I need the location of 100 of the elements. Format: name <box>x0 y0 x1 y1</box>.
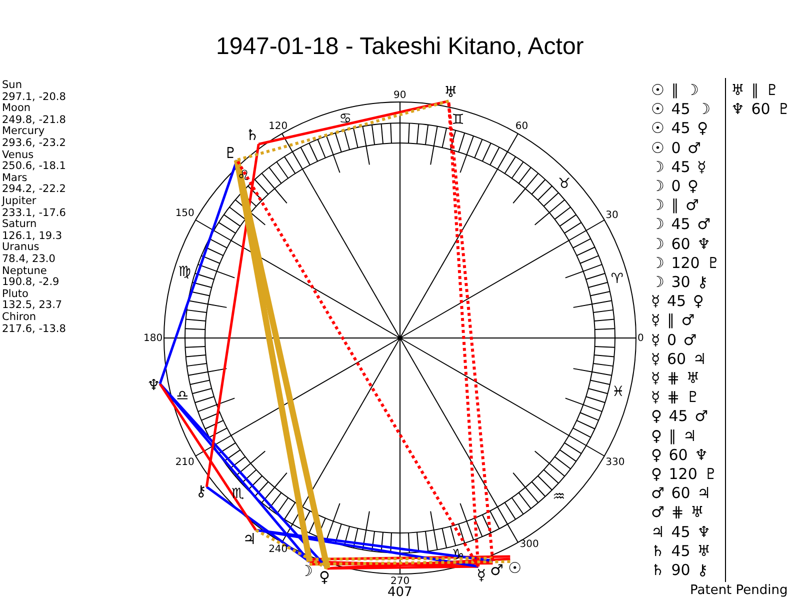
position-value: 249.8, -21.8 <box>2 114 66 126</box>
degree-label: 180 <box>144 332 163 344</box>
planet-name: Neptune <box>2 266 47 277</box>
zodiac-sign-symbol: ♉ <box>558 176 571 193</box>
planet-symbol: ☉ <box>508 558 522 577</box>
aspect-entry: ☉ 0 ♂ <box>651 138 701 157</box>
aspect-line <box>234 159 330 570</box>
aspect-entry: ☽ 30 ⚷ <box>651 273 708 291</box>
aspect-entry: ☉ 45 ☽ <box>651 100 711 118</box>
planet-symbol: ♃ <box>242 530 256 548</box>
aspect-line <box>258 100 449 146</box>
degree-label: 150 <box>175 208 194 220</box>
zodiac-sign-symbol: ♏ <box>232 486 244 503</box>
position-value: 217.6, -13.8 <box>2 324 66 336</box>
planet-symbol: ♆ <box>146 376 160 394</box>
degree-label: 330 <box>606 456 625 468</box>
aspect-line <box>447 100 494 561</box>
planet-symbol: ⚷ <box>196 482 207 500</box>
planet-symbol: ♀ <box>319 568 330 586</box>
aspect-entry: ☿ ⋕ ♇ <box>651 388 700 406</box>
zodiac-sign-symbol: ♍ <box>178 264 191 280</box>
planet-symbol: ♇ <box>224 144 238 162</box>
degree-label: 120 <box>268 121 288 132</box>
aspect-entry: ☽ 0 ♀ <box>651 177 699 195</box>
position-value: 297.1, -20.8 <box>2 92 66 103</box>
degree-label: 0 <box>638 332 644 344</box>
planet-symbol: ♄ <box>246 126 260 144</box>
aspect-entry: ♀ ∥ ♃ <box>651 426 696 445</box>
zodiac-sign-symbol: ♈ <box>610 271 624 288</box>
zodiac-sign-symbol: ♋ <box>339 111 352 128</box>
aspect-entry: ☽ 120 ♇ <box>651 254 720 272</box>
aspect-line <box>256 528 478 568</box>
degree-label: 30 <box>606 210 618 221</box>
planet-symbol: ♂ <box>490 560 504 579</box>
planet-name: Uranus <box>2 242 40 254</box>
aspect-entry: ♂ ⋕ ♅ <box>651 503 704 522</box>
zodiac-sign-symbol: ♑ <box>452 546 464 564</box>
aspect-entry: ☉ ∥ ☽ <box>651 81 699 99</box>
aspect-entry: ☉ 45 ♀ <box>651 119 708 138</box>
aspect-entry: ☿ 0 ♂ <box>651 330 697 349</box>
aspect-line <box>256 528 493 562</box>
aspect-line <box>310 555 510 560</box>
planet-name: Saturn <box>2 219 37 231</box>
aspect-entry: ☽ ∥ ♂ <box>651 196 699 214</box>
degree-label: 270 <box>390 576 410 586</box>
number-label: 407 <box>388 586 412 600</box>
aspect-entry: ☽ 45 ☿ <box>651 158 706 176</box>
aspect-line <box>310 556 493 561</box>
position-value: 190.8, -2.9 <box>2 277 60 289</box>
aspect-line <box>236 100 450 162</box>
position-value: 233.1, -17.6 <box>2 208 66 219</box>
aspect-entry: ♀ 120 ♇ <box>651 465 718 483</box>
position-value: 126.1, 19.3 <box>2 230 62 242</box>
aspect-line <box>206 486 310 563</box>
aspect-entry: ♅ ∥ ♇ <box>731 81 779 99</box>
planet-name: Jupiter <box>2 196 36 208</box>
position-value: 294.2, -22.2 <box>2 184 66 196</box>
planet-name: Sun <box>2 80 22 92</box>
aspect-entry: ♄ 45 ♅ <box>651 542 711 560</box>
degree-label: 90 <box>394 90 406 100</box>
planet-name: Pluto <box>2 288 28 300</box>
aspect-line <box>327 559 493 570</box>
zodiac-sign-symbol: ♓ <box>612 384 624 401</box>
aspect-entry: ♂ 60 ♃ <box>651 484 711 502</box>
aspect-line <box>234 160 313 562</box>
aspect-entry: ☿ 45 ♀ <box>651 292 704 310</box>
aspect-line <box>158 383 257 531</box>
aspect-entry: ♀ 60 ♆ <box>651 446 708 464</box>
planet-symbol: ☿ <box>476 566 486 584</box>
aspect-entry: ☿ ∥ ♂ <box>651 311 695 330</box>
planet-name: Mars <box>2 172 28 184</box>
aspect-line <box>236 159 480 568</box>
zodiac-sign-symbol: ♎ <box>176 388 189 405</box>
planet-symbol: ☽ <box>299 562 313 580</box>
position-value: 132.5, 23.7 <box>2 300 62 312</box>
planet-name: Chiron <box>2 312 36 324</box>
aspect-entry: ☿ 60 ♃ <box>651 350 706 368</box>
aspect-entry: ♄ 90 ⚷ <box>651 561 708 579</box>
degree-label: 210 <box>175 456 194 468</box>
aspect-line <box>447 101 480 567</box>
footer-note: Patent Pending <box>690 584 788 598</box>
degree-label: 240 <box>268 544 288 555</box>
zodiac-sign-symbol: ♊ <box>452 112 464 129</box>
aspect-line <box>158 160 238 384</box>
chart-title: 1947-01-18 - Takeshi Kitano, Actor <box>216 32 584 62</box>
planet-name: Mercury <box>2 126 45 138</box>
position-value: 78.4, 23.0 <box>2 254 56 266</box>
aspect-entry: ☿ ⋕ ♅ <box>651 369 700 387</box>
aspect-line <box>255 528 328 570</box>
aspect-entry: ☽ 60 ♆ <box>651 234 711 253</box>
position-value: 250.6, -18.1 <box>2 161 66 173</box>
aspect-entry: ♆ 60 ♇ <box>731 100 791 118</box>
degree-label: 60 <box>515 121 528 132</box>
degree-label: 300 <box>520 539 539 550</box>
aspect-line <box>310 562 493 566</box>
zodiac-sign-symbol: ♒ <box>552 488 566 506</box>
aspect-line <box>310 560 510 566</box>
planet-name: Moon <box>2 103 31 115</box>
aspect-line <box>205 144 260 488</box>
position-value: 293.6, -23.2 <box>2 138 66 150</box>
